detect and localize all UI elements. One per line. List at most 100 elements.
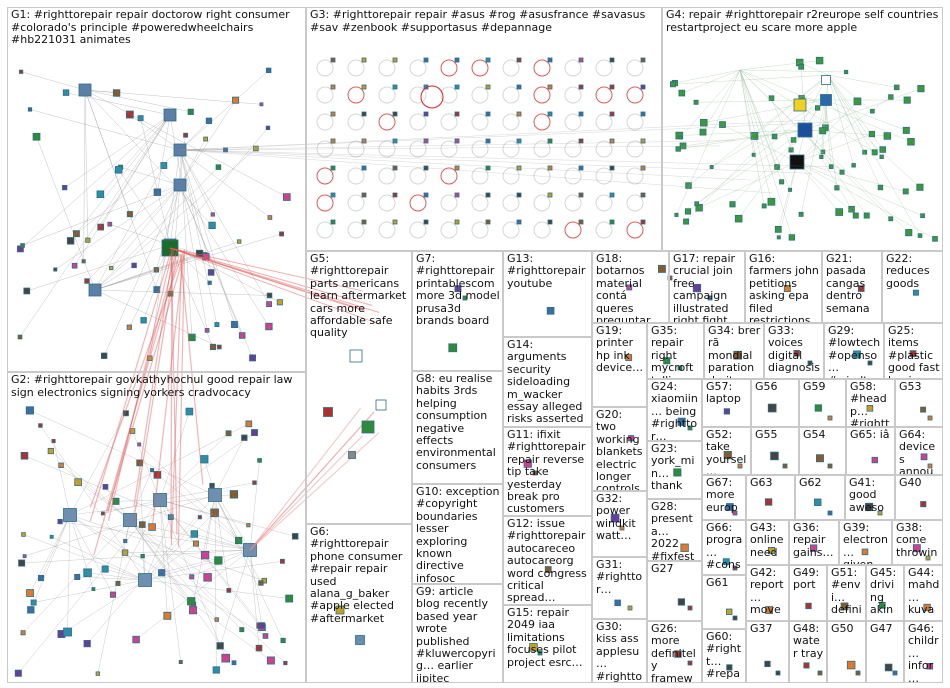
edge-line — [86, 184, 181, 282]
group-panel-g56: G56 — [751, 379, 799, 427]
edge-line — [129, 519, 208, 578]
edge-line — [681, 69, 741, 94]
self-loop — [502, 113, 520, 131]
node-icon — [153, 493, 167, 507]
node-icon — [737, 463, 743, 469]
node-icon — [173, 178, 187, 192]
group-label-g12: G12: issue #righttorepair autocareceo au… — [507, 518, 587, 605]
edge-line — [827, 74, 882, 157]
edge-line — [159, 499, 249, 526]
group-label-g17: G17: repair crucial join free campaign i… — [673, 253, 739, 323]
self-loop — [471, 140, 489, 158]
node-icon — [114, 166, 123, 174]
edge-line — [249, 411, 375, 551]
edge-line — [799, 62, 829, 76]
node-icon — [101, 565, 109, 573]
self-loop — [378, 86, 396, 104]
edge-line — [18, 499, 161, 674]
node-icon — [392, 192, 398, 198]
node-icon — [783, 285, 791, 292]
group-label-g58: G58: #headp… #righttо… — [850, 381, 890, 427]
node-icon — [71, 262, 78, 269]
node-icon — [74, 573, 81, 580]
node-icon — [877, 510, 883, 516]
node-icon — [767, 547, 776, 555]
edge-line — [179, 149, 752, 181]
node-icon — [392, 219, 398, 225]
edge-line — [179, 253, 204, 485]
node-icon — [167, 290, 174, 297]
node-icon — [205, 117, 213, 124]
node-icon — [819, 127, 827, 135]
node-icon — [361, 219, 367, 225]
node-icon — [827, 510, 833, 516]
edge-line — [94, 148, 257, 291]
node-icon — [547, 111, 553, 117]
node-icon — [485, 111, 491, 117]
group-panel-g64: G64: devices announ… — [895, 427, 943, 475]
group-label-g44: G44: mahd… kuva… tuotte… — [908, 567, 940, 620]
group-label-g31: G31: #righttor… — [596, 559, 643, 596]
node-icon — [361, 84, 367, 90]
node-icon — [462, 295, 468, 301]
group-panel-g66: G66: progra… #cons… — [702, 520, 746, 575]
edge-line — [144, 512, 215, 581]
group-label-g23: G23: york_min… thank — [651, 443, 695, 493]
node-icon — [126, 211, 133, 218]
node-icon — [330, 57, 336, 63]
node-icon — [107, 221, 113, 227]
self-loop — [347, 86, 365, 104]
edge-line — [739, 69, 875, 153]
node-icon — [532, 470, 538, 476]
edge-line — [796, 161, 856, 216]
edge-line — [24, 494, 216, 557]
self-loop — [595, 194, 613, 212]
edge-line — [699, 161, 798, 208]
node-icon — [361, 57, 367, 63]
group-panel-g42: G42: report… move… — [746, 565, 789, 621]
edge-line — [60, 465, 131, 521]
edge-line — [169, 247, 373, 306]
group-label-g49: G49: port — [793, 567, 823, 592]
node-icon — [678, 89, 686, 97]
edge-line — [125, 549, 251, 553]
node-icon — [246, 523, 251, 528]
node-icon — [779, 179, 785, 185]
edge-line — [159, 499, 226, 659]
node-icon — [208, 221, 216, 230]
node-icon — [828, 164, 834, 169]
self-loop — [316, 59, 334, 77]
node-icon — [516, 84, 522, 90]
node-icon — [614, 599, 621, 607]
node-icon — [817, 670, 823, 676]
group-panel-g52: G52: take yoursel… — [702, 427, 751, 475]
group-label-g18: G18: botarnos material contá queres preg… — [596, 253, 662, 323]
node-icon — [678, 135, 683, 140]
group-label-g5: G5: #righttorepair parts americans learn… — [310, 253, 407, 340]
node-icon — [101, 511, 105, 516]
self-loop — [409, 86, 427, 104]
node-icon — [774, 164, 780, 170]
node-icon — [732, 510, 738, 516]
group-label-g50: G50 — [831, 623, 854, 635]
group-panel-g15: G15: repair 2049 iaa limitations focuses… — [503, 605, 592, 683]
self-loop — [409, 167, 427, 185]
node-icon — [640, 57, 646, 63]
node-icon — [423, 219, 429, 225]
node-icon — [203, 136, 209, 142]
edge-line — [249, 549, 260, 649]
group-label-g54: G54 — [803, 429, 826, 441]
node-icon — [249, 354, 256, 362]
node-icon — [797, 122, 813, 138]
node-icon — [764, 660, 771, 668]
edge-line — [21, 549, 251, 564]
group-label-g30: G30: kiss ass applesu… #righttor… — [596, 621, 643, 683]
edge-line — [29, 514, 71, 594]
node-icon — [516, 192, 522, 198]
node-icon — [231, 660, 237, 666]
self-loop — [347, 59, 365, 77]
edge-line — [170, 254, 183, 546]
edge-line — [111, 184, 181, 269]
node-icon — [687, 605, 693, 611]
edge-line — [144, 579, 290, 599]
